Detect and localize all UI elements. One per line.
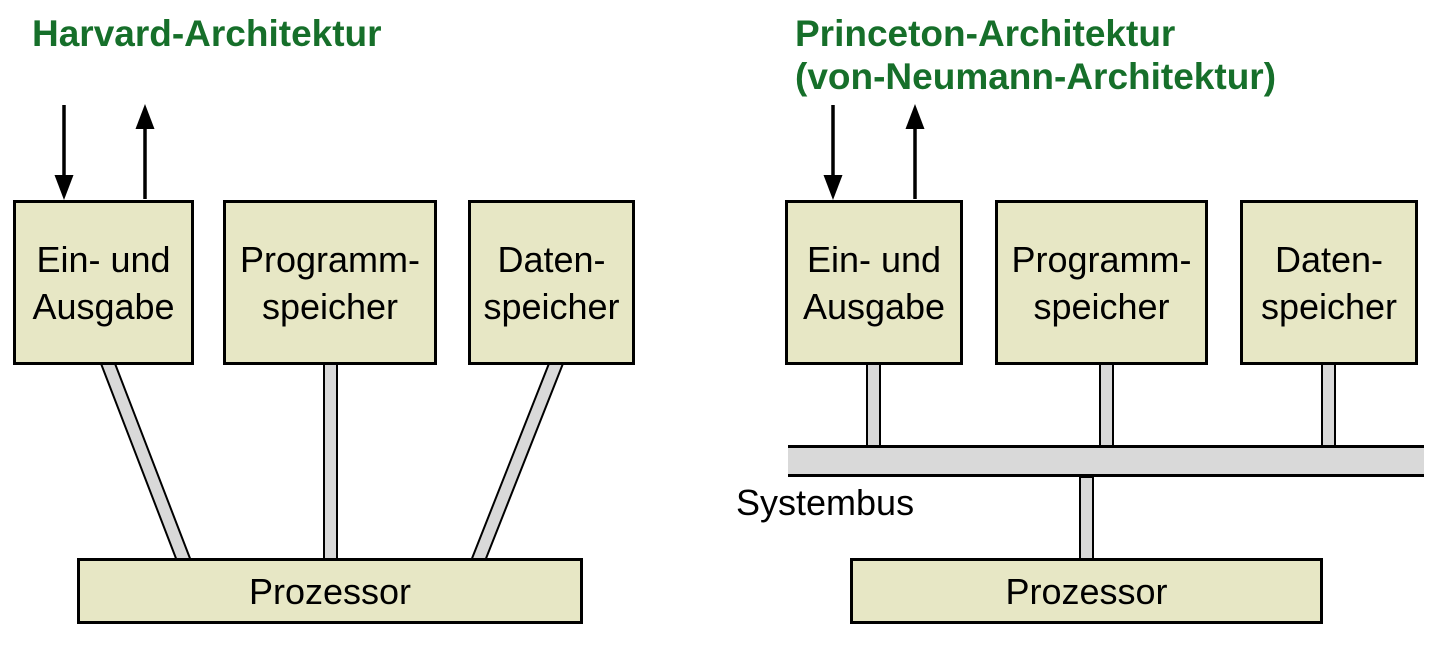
- left-box-program-memory: Programm- speicher: [223, 200, 437, 365]
- left-processor-box: Prozessor: [77, 558, 583, 624]
- right-title-line1: Princeton-Architektur: [795, 13, 1176, 54]
- right-box-program-memory: Programm- speicher: [995, 200, 1208, 365]
- right-box-io: Ein- und Ausgabe: [785, 200, 963, 365]
- left-box-io-label-line1: Ein- und: [36, 238, 171, 280]
- left-diagram-title: Harvard-Architektur: [32, 12, 382, 55]
- left-connector-io-processor: [98, 360, 193, 562]
- left-connector-data-processor: [469, 360, 566, 562]
- right-box-data-memory: Daten- speicher: [1240, 200, 1418, 365]
- left-box-io: Ein- und Ausgabe: [13, 200, 194, 365]
- system-bus-bar: [788, 445, 1424, 477]
- right-connector-data-bus: [1321, 360, 1336, 448]
- left-box-io-label-line2: Ausgabe: [32, 285, 175, 327]
- left-box-data-memory: Daten- speicher: [468, 200, 635, 365]
- left-title-text: Harvard-Architektur: [32, 13, 382, 54]
- right-connector-program-bus: [1099, 360, 1114, 448]
- left-processor-label: Prozessor: [248, 570, 412, 612]
- left-connector-program-processor: [323, 360, 338, 562]
- right-connector-bus-processor: [1079, 476, 1094, 562]
- right-diagram-title: Princeton-Architektur (von-Neumann-Archi…: [795, 12, 1276, 98]
- right-input-arrowhead-icon: [823, 175, 843, 200]
- right-box-data-label-line1: Daten-: [1274, 238, 1384, 280]
- right-processor-label: Prozessor: [1005, 570, 1168, 612]
- left-box-data-label-line1: Daten-: [497, 238, 606, 280]
- left-box-program-label-line1: Programm-: [239, 238, 421, 280]
- left-input-arrowhead-icon: [54, 175, 74, 200]
- right-processor-box: Prozessor: [850, 558, 1323, 624]
- left-output-arrowhead-icon: [135, 104, 155, 129]
- right-title-line2: (von-Neumann-Architektur): [795, 56, 1277, 97]
- system-bus-label: Systembus: [736, 482, 915, 523]
- left-box-program-label-line2: speicher: [261, 285, 399, 327]
- right-box-io-label-line1: Ein- und: [806, 238, 942, 280]
- right-box-program-label-line1: Programm-: [1011, 238, 1192, 280]
- left-box-data-label-line2: speicher: [483, 285, 620, 327]
- right-box-program-label-line2: speicher: [1033, 285, 1170, 327]
- right-box-io-label-line2: Ausgabe: [802, 285, 946, 327]
- right-connector-io-bus: [866, 360, 881, 448]
- right-output-arrowhead-icon: [905, 104, 925, 129]
- right-box-data-label-line2: speicher: [1260, 285, 1398, 327]
